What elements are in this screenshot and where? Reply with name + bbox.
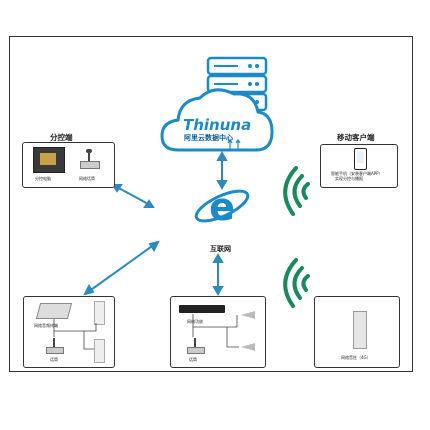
mic-icon-left: [46, 337, 64, 354]
wifi-signal-top: [283, 166, 310, 216]
wires-left: [53, 319, 97, 350]
cloud-brand-text: Thinuna: [183, 116, 252, 134]
diagram-frame: [9, 36, 413, 372]
cloud-internet-link: [216, 150, 228, 191]
horn-speaker-icon-1: [241, 309, 259, 321]
speaker-column-icon-2: [94, 339, 105, 363]
audio-terminal-box: 网络音频终端 话筒: [23, 296, 115, 368]
audio-terminal-label: 网络音频终端: [34, 323, 58, 328]
svg-text:e: e: [209, 185, 235, 229]
upload-arrows-icon: [227, 138, 241, 150]
mic-label-mid: 话筒: [189, 357, 197, 362]
network-amp-box: 网络功放 话筒: [170, 296, 266, 368]
network-column-label: 网络音柱（4G）: [341, 355, 371, 360]
control-pc-label: 分控电脑: [35, 176, 51, 181]
wires-mid: [192, 314, 239, 348]
cloud-subtitle: 阿里云数据中心: [184, 134, 233, 142]
mobile-client-box: 移动客户端 智能手机（安装客户端APP） 实现分控与播报: [320, 133, 398, 188]
network-column-speaker-icon: [353, 311, 367, 349]
network-mic-label: 网络话筒: [79, 176, 95, 181]
mobile-caption-line2: 实现分控与播报: [335, 176, 363, 181]
branch-control-box: 分控端 分控电脑 网络话筒: [22, 133, 115, 188]
links: [83, 184, 224, 297]
wifi-signal-bottom: [283, 258, 310, 308]
control-pc-icon: [33, 147, 65, 173]
network-amplifier-icon: [179, 305, 225, 313]
branch-control-title: 分控端: [50, 133, 73, 142]
speaker-column-icon-1: [94, 301, 105, 325]
mic-label-left: 话筒: [50, 357, 58, 362]
network-mic-icon: [80, 149, 100, 169]
mobile-caption-line1: 智能手机（安装客户端APP）: [331, 171, 383, 176]
mic-icon-mid: [187, 337, 205, 354]
mobile-client-title: 移动客户端: [337, 133, 375, 142]
network-column-box: 网络音柱（4G）: [314, 296, 400, 368]
network-amp-label: 网络功放: [187, 319, 203, 324]
horn-speaker-icon-2: [241, 341, 259, 353]
cloud-icon: [160, 88, 274, 152]
internet-label: 互联网: [210, 245, 231, 253]
internet-e-icon: e: [194, 185, 250, 229]
smartphone-icon: [354, 148, 367, 170]
